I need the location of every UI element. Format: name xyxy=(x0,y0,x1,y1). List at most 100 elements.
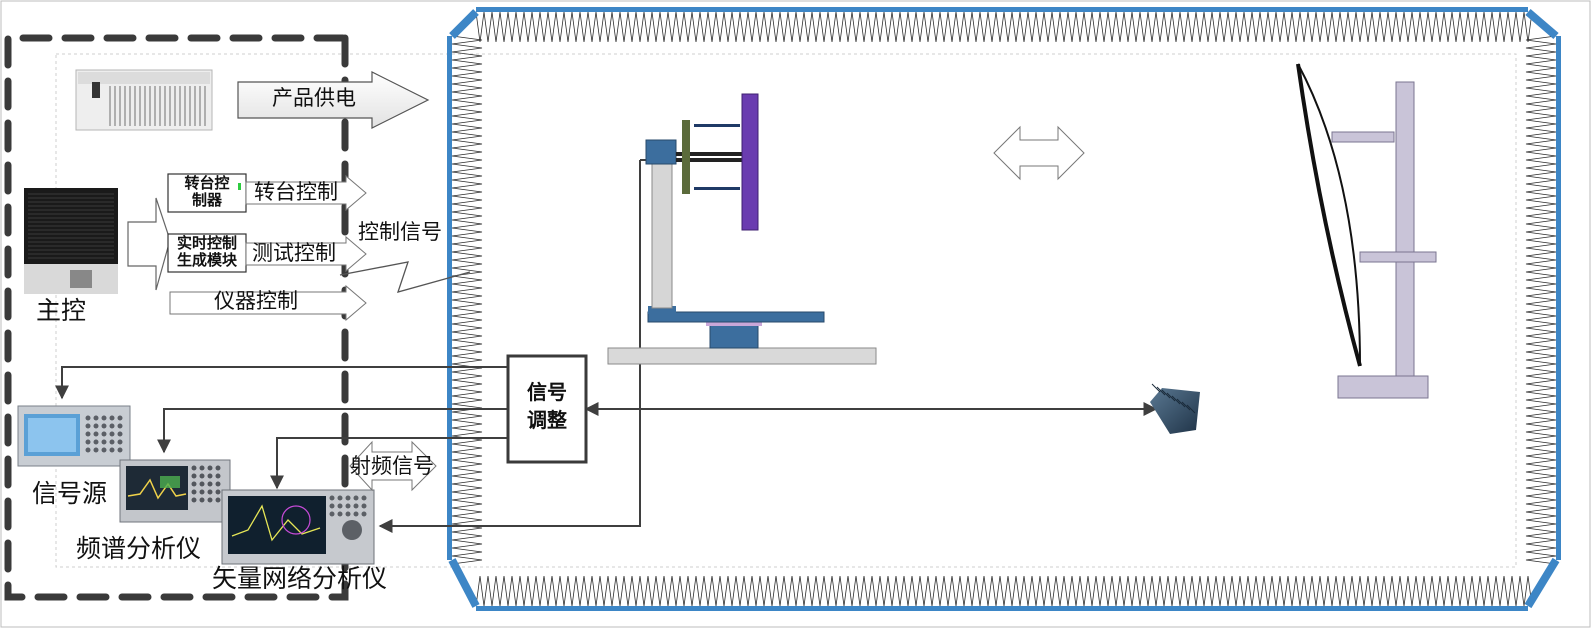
rt-module-line1: 实时控制 xyxy=(176,234,237,252)
knob xyxy=(191,465,197,471)
turntable-controller-box xyxy=(167,173,247,213)
horn-spike xyxy=(1171,395,1181,405)
absorber-base xyxy=(447,36,452,560)
spectrum-analyzer-icon xyxy=(119,459,231,523)
vna-label: 矢量网络分析仪 xyxy=(212,564,388,593)
knob xyxy=(93,439,99,445)
absorber-corner xyxy=(1525,8,1559,40)
knob xyxy=(337,495,343,501)
knob xyxy=(215,481,221,487)
knob xyxy=(191,497,197,503)
horn-spike xyxy=(1181,401,1191,411)
instrument-control-arrow xyxy=(169,284,367,322)
control-signal-label: 控制信号 xyxy=(358,220,442,244)
knob xyxy=(109,431,115,437)
turntable-positioner xyxy=(607,93,877,365)
horn-spike xyxy=(1156,386,1166,396)
signal-adjust-line1: 信号 xyxy=(527,380,567,404)
horn-spike xyxy=(1151,383,1161,393)
absorber-spikes xyxy=(475,11,1533,43)
knob xyxy=(109,447,115,453)
turntable-control-arrow xyxy=(245,174,367,212)
knob xyxy=(93,423,99,429)
test-control-label: 测试控制 xyxy=(252,241,336,265)
knob xyxy=(101,415,107,421)
knob xyxy=(207,465,213,471)
knob xyxy=(329,511,335,517)
knob xyxy=(199,481,205,487)
knob xyxy=(101,431,107,437)
instrument-control-label: 仪器控制 xyxy=(214,289,298,313)
test-control-arrow xyxy=(245,235,367,273)
knob xyxy=(215,497,221,503)
absorber-spikes xyxy=(475,575,1533,607)
signal-source-label: 信号源 xyxy=(32,479,108,508)
knob xyxy=(117,423,123,429)
knob xyxy=(207,497,213,503)
knob xyxy=(337,511,343,517)
main-controller-icon xyxy=(24,188,118,294)
control-signal-lightning xyxy=(339,261,471,293)
knob xyxy=(337,503,343,509)
knob xyxy=(85,447,91,453)
knob xyxy=(85,439,91,445)
knob xyxy=(199,489,205,495)
knob xyxy=(361,495,367,501)
horn-spike xyxy=(1166,392,1176,402)
main-control-label: 主控 xyxy=(36,296,87,325)
knob xyxy=(85,415,91,421)
control-area-boundary xyxy=(4,34,349,601)
vector-network-analyzer-icon xyxy=(221,489,375,565)
knob xyxy=(117,415,123,421)
knob xyxy=(117,431,123,437)
signal-adjust-box xyxy=(506,354,588,464)
knob xyxy=(117,447,123,453)
signal-connections xyxy=(55,159,1158,533)
inner-guide-rect xyxy=(55,53,1517,568)
knob xyxy=(329,503,335,509)
knob xyxy=(345,503,351,509)
power-supply-icon xyxy=(75,69,213,131)
knob xyxy=(345,495,351,501)
knob xyxy=(361,511,367,517)
knob xyxy=(329,495,335,501)
knob xyxy=(85,423,91,429)
reflector xyxy=(1296,63,1437,399)
rt-module-line2: 生成模块 xyxy=(176,251,237,269)
knob xyxy=(215,473,221,479)
knob xyxy=(101,439,107,445)
horn-spike xyxy=(1161,389,1171,399)
horn-spike xyxy=(1176,398,1186,408)
knob xyxy=(353,503,359,509)
knob xyxy=(191,489,197,495)
absorber-base xyxy=(476,606,1528,611)
signal-source-icon xyxy=(17,405,131,467)
knob xyxy=(101,423,107,429)
knob xyxy=(215,489,221,495)
knob xyxy=(101,447,107,453)
knob xyxy=(191,473,197,479)
motion-arrow xyxy=(993,125,1085,181)
knob xyxy=(93,447,99,453)
knob xyxy=(109,415,115,421)
status-led xyxy=(238,183,241,190)
rt-module-label: 实时控制 生成模块 xyxy=(168,235,246,269)
anechoic-chamber-walls xyxy=(447,7,1561,611)
rt-module-box xyxy=(167,233,247,273)
knob xyxy=(345,511,351,517)
product-power-label: 产品供电 xyxy=(272,86,356,110)
rf-signal-label: 射频信号 xyxy=(350,454,434,478)
rf-signal-arrow xyxy=(349,440,437,492)
knob xyxy=(85,431,91,437)
absorber-corner xyxy=(449,9,479,39)
absorber-spikes xyxy=(1525,35,1557,565)
turntable-controller-line2: 制器 xyxy=(191,191,222,209)
knob xyxy=(199,465,205,471)
absorber-base xyxy=(476,7,1528,12)
turntable-control-label: 转台控制 xyxy=(254,180,338,204)
absorber-base xyxy=(1556,36,1561,560)
spectrum-analyzer-label: 频谱分析仪 xyxy=(76,534,202,563)
knob xyxy=(361,503,367,509)
